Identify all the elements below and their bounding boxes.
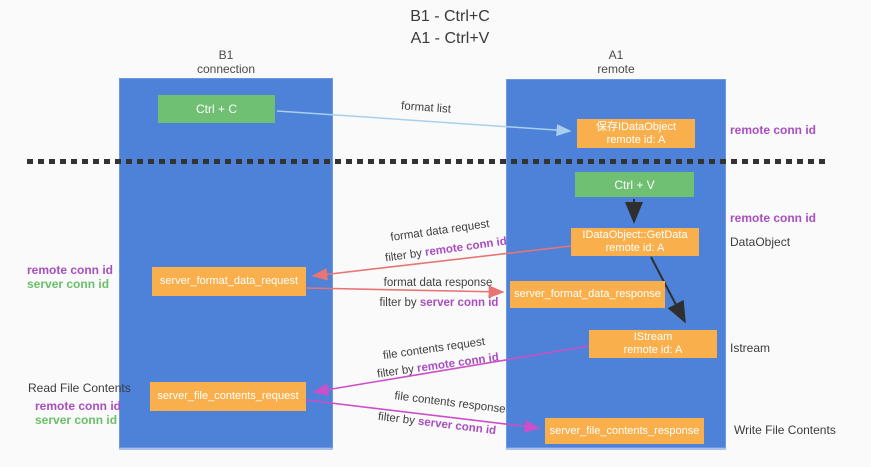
node-server-format-data-response: server_format_data_response [510, 281, 665, 308]
arrow-format-data-response [305, 285, 505, 299]
annotation-istream: Istream [730, 341, 771, 355]
label-filter-by-prefix: filter by [379, 297, 420, 309]
diagram-title-line2: A1 - Ctrl+V [410, 30, 490, 47]
lane-header-b1: B1 connection [119, 48, 333, 76]
node-server-format-data-response-label: server_format_data_response [514, 288, 661, 300]
annotation-dataobject: DataObject [730, 235, 791, 249]
node-server-format-data-request: server_format_data_request [152, 267, 306, 296]
node-ctrl-c: Ctrl + C [158, 95, 275, 123]
node-server-file-contents-response: server_file_contents_response [545, 418, 704, 444]
node-istream-line1: IStream [633, 331, 673, 343]
node-idataobject-getdata-line2: remote id: A [605, 242, 665, 254]
annotation-server-conn-id-left-1: server conn id [27, 277, 110, 291]
label-filter-by-server-conn-id-1: filter by server conn id [380, 297, 499, 309]
arrow-getdata-to-istream [650, 256, 686, 324]
annotation-read-file-contents: Read File Contents [28, 381, 131, 395]
label-format-data-response: format data response [383, 277, 493, 289]
diagram-title: B1 - Ctrl+C A1 - Ctrl+V [410, 6, 490, 50]
arrow-format-data-request [311, 245, 572, 281]
annotation-remote-conn-id-left-2: remote conn id [35, 399, 122, 413]
node-istream: IStream remote id: A [589, 330, 717, 358]
lane-header-a1-line1: A1 [608, 48, 624, 62]
lane-header-a1: A1 remote [506, 48, 726, 76]
diagram-title-line1: B1 - Ctrl+C [410, 8, 490, 25]
node-istream-line2: remote id: A [623, 344, 683, 356]
node-server-format-data-request-label: server_format_data_request [159, 275, 299, 287]
node-ctrl-v-label: Ctrl + V [614, 177, 655, 192]
arrow-file-contents-request [312, 345, 590, 396]
session-divider-dashed-line [27, 159, 830, 164]
lane-header-a1-line2: remote [597, 62, 635, 76]
node-idataobject-getdata: IDataObject::GetData remote id: A [571, 228, 699, 256]
annotation-write-file-contents: Write File Contents [734, 423, 836, 437]
label-server-conn-id: server conn id [419, 297, 499, 309]
lane-header-b1-line1: B1 [218, 48, 234, 62]
annotation-remote-conn-id-left-1: remote conn id [27, 263, 114, 277]
annotation-remote-conn-id-right-2: remote conn id [730, 211, 817, 225]
node-server-file-contents-response-label: server_file_contents_response [549, 424, 700, 437]
node-server-file-contents-request: server_file_contents_request [150, 382, 306, 411]
node-idataobject-getdata-line1: IDataObject::GetData [582, 229, 688, 241]
arrow-format-list [276, 110, 572, 137]
node-save-idataobject-line1: 保存IDataObject [595, 120, 677, 133]
node-server-file-contents-request-label: server_file_contents_request [157, 390, 299, 402]
node-ctrl-c-label: Ctrl + C [195, 102, 237, 116]
annotation-server-conn-id-left-2: server conn id [35, 413, 118, 427]
lane-header-b1-line2: connection [196, 62, 256, 76]
node-save-idataobject: 保存IDataObject remote id: A [577, 119, 695, 148]
annotation-remote-conn-id-right-1: remote conn id [730, 123, 817, 137]
node-ctrl-v: Ctrl + V [575, 172, 694, 197]
node-save-idataobject-line2: remote id: A [606, 133, 666, 146]
arrow-file-contents-response [305, 399, 541, 433]
